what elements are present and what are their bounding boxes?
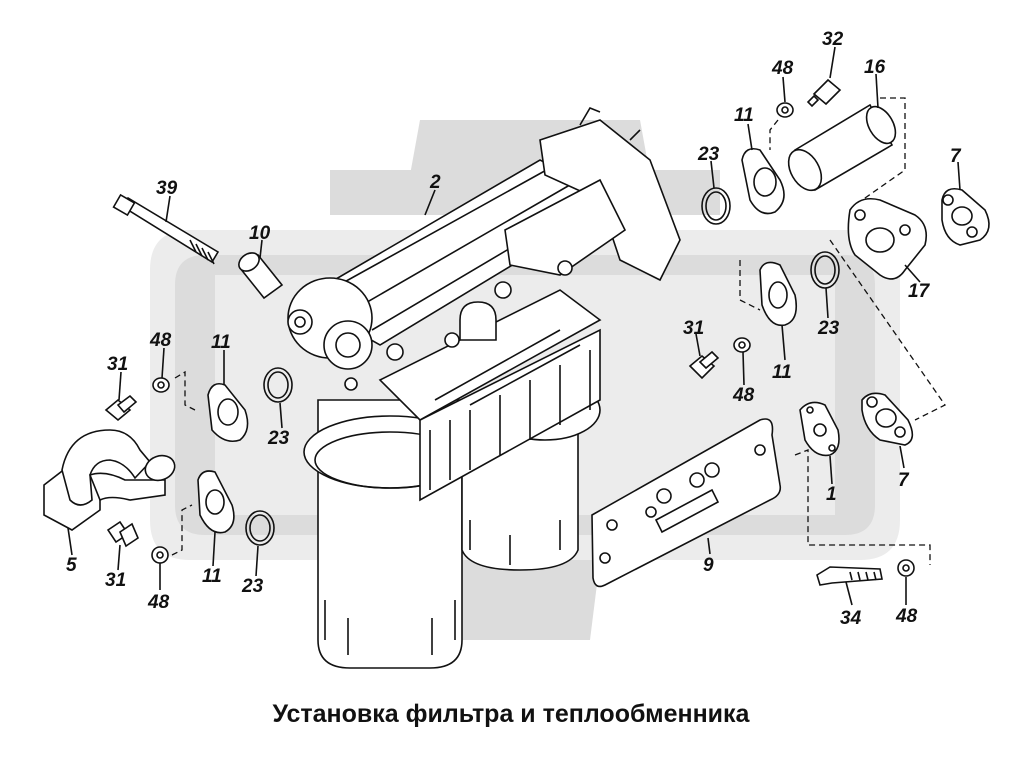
callout-48: 48 (732, 385, 755, 406)
ring-23-mid (810, 251, 840, 289)
ring-23-left (263, 367, 293, 403)
bolt-34 (816, 566, 883, 586)
callout-11: 11 (734, 105, 754, 126)
gasket-11-top (741, 147, 785, 215)
sleeve-10 (238, 252, 284, 300)
callout-11: 11 (772, 362, 792, 383)
callout-23: 23 (697, 144, 720, 165)
gasket-1 (799, 401, 840, 457)
callout-1: 1 (826, 484, 837, 505)
gasket-11-mid (759, 261, 798, 327)
callout-48: 48 (149, 330, 172, 351)
gasket-11-lower-left (197, 470, 235, 534)
bolt-31-lower-left (106, 520, 139, 548)
tube-16 (787, 97, 906, 206)
callout-7: 7 (898, 470, 910, 491)
callout-31: 31 (683, 318, 704, 339)
callout-10: 10 (249, 223, 271, 244)
ring-23-lower-left (245, 510, 275, 546)
washer-48-left (152, 370, 196, 411)
washer-48-bottom-right (897, 559, 915, 577)
bolt-31-left (104, 394, 138, 422)
callout-5: 5 (66, 555, 77, 576)
callout-16: 16 (864, 57, 886, 78)
callout-32: 32 (822, 29, 844, 50)
callout-11: 11 (211, 332, 231, 353)
gasket-7-top (941, 187, 990, 246)
pipe-5 (43, 429, 176, 531)
callout-labels: 32 16 48 11 23 7 2 39 10 17 23 31 11 48 … (66, 29, 962, 629)
gasket-7-bottom (861, 392, 914, 446)
leader-dashed-right (739, 239, 946, 421)
callout-9: 9 (703, 555, 714, 576)
callout-11: 11 (202, 566, 222, 587)
bolt-39 (112, 193, 220, 265)
callout-48: 48 (771, 58, 794, 79)
callout-31: 31 (105, 570, 126, 591)
plate-9 (591, 418, 782, 588)
callout-23: 23 (267, 428, 290, 449)
gasket-11-left (207, 382, 249, 443)
callout-39: 39 (156, 178, 178, 199)
filter-assembly (287, 107, 681, 669)
callout-7: 7 (950, 146, 962, 167)
callout-48: 48 (147, 592, 170, 613)
washer-48-mid (733, 337, 751, 353)
callout-31: 31 (107, 354, 128, 375)
callout-34: 34 (840, 608, 862, 629)
callout-23: 23 (817, 318, 840, 339)
bolt-32 (806, 78, 842, 108)
flange-17 (847, 197, 928, 280)
callout-17: 17 (908, 281, 931, 302)
ring-23-top (701, 187, 731, 225)
diagram-title: Установка фильтра и теплообменника (273, 700, 751, 728)
callout-2: 2 (429, 172, 441, 193)
washer-48-top (769, 102, 794, 150)
callout-23: 23 (241, 576, 264, 597)
callout-48: 48 (895, 606, 918, 627)
washer-48-lower-left (151, 504, 193, 564)
leader-lines (67, 46, 961, 606)
bolt-31-mid (688, 350, 720, 380)
